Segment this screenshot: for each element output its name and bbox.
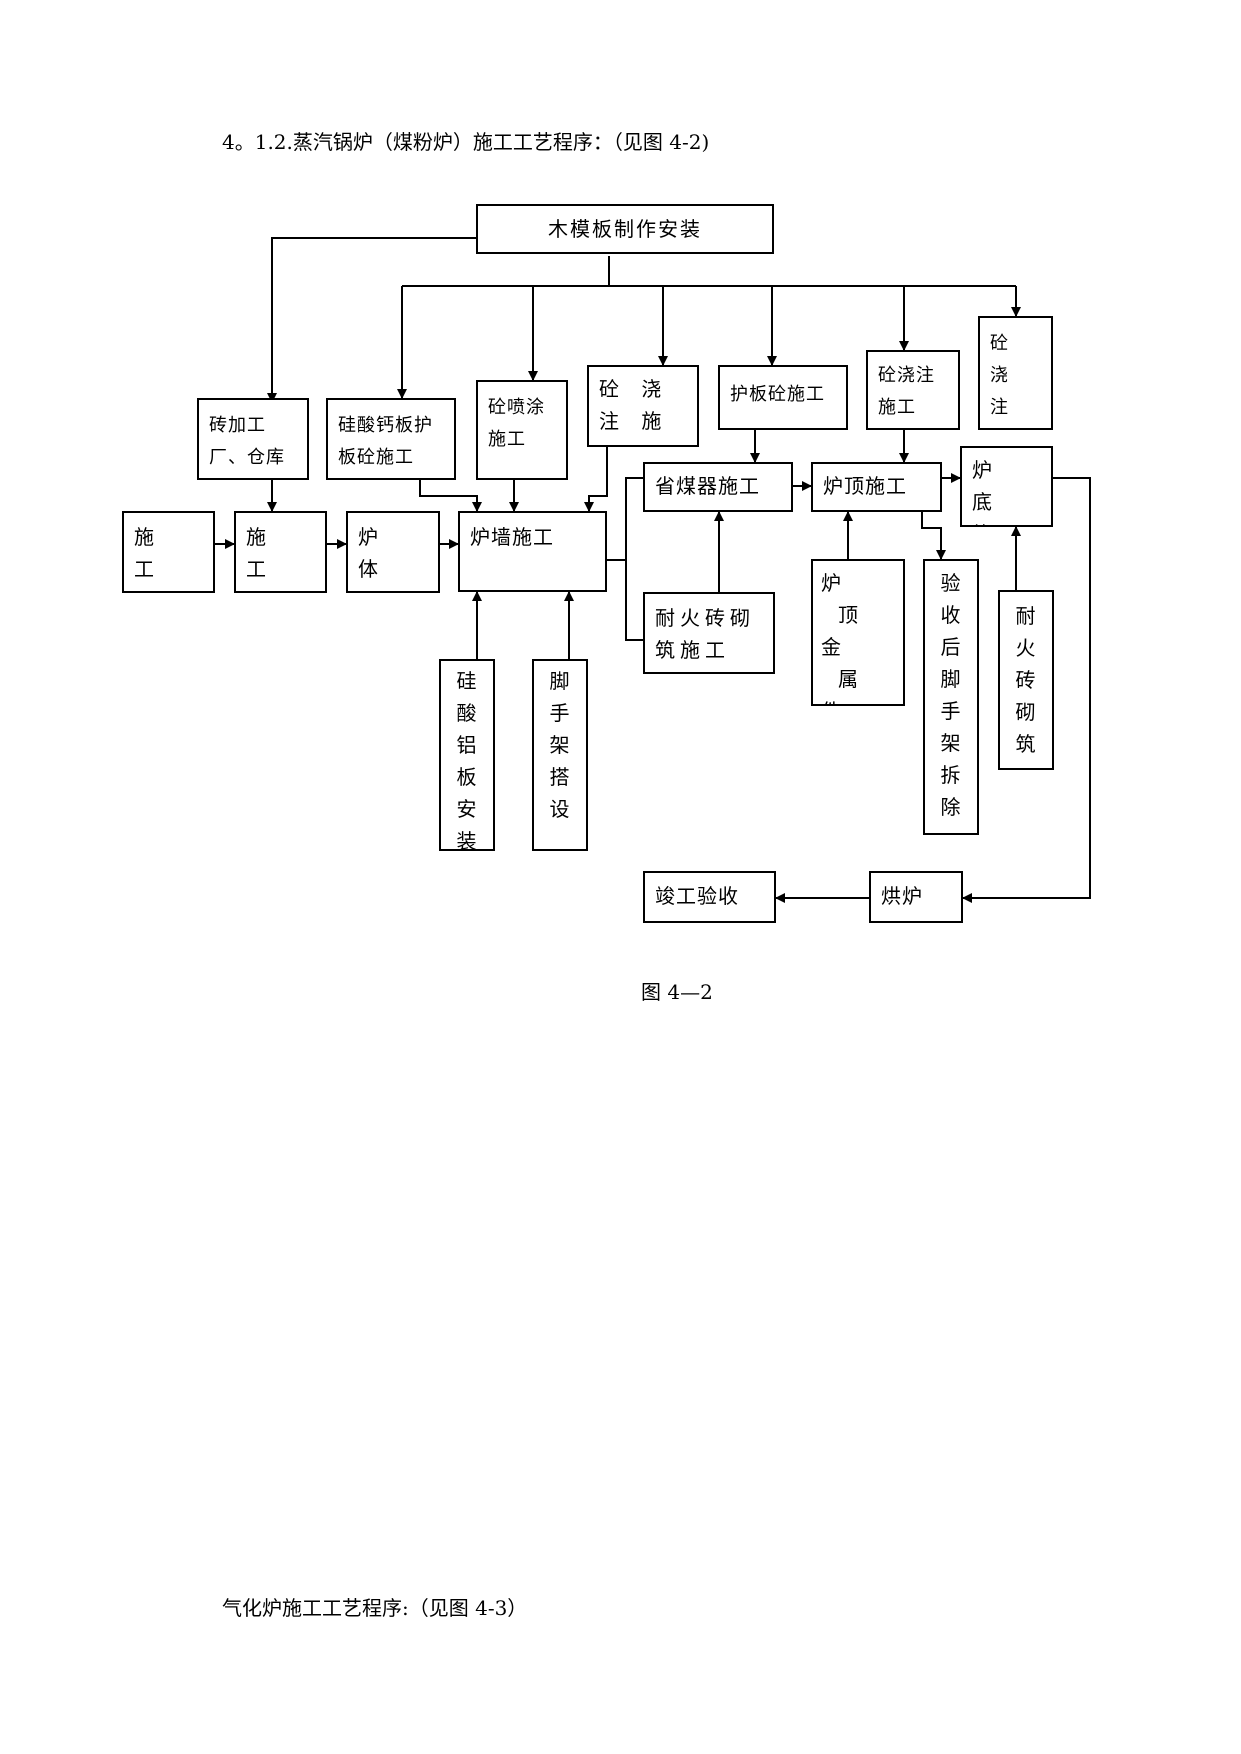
box-honglu: 烘炉 — [869, 871, 963, 923]
box-lutiyanshou: 炉 体 验收 — [346, 511, 440, 593]
char: 火 — [1015, 636, 1037, 660]
figure-caption: 图 4—2 — [641, 980, 713, 1004]
connector-luqiang-to-naihuo — [625, 560, 643, 641]
box-ludingjinshu: 炉顶 金属 件安 装 — [811, 559, 905, 706]
box-guisuanlv: 硅 酸 铝 板 安 装 — [439, 659, 495, 851]
box-shigongzhunbei: 施 工 准备 — [122, 511, 215, 593]
char: 架 — [940, 731, 962, 755]
char: 铝 — [456, 733, 478, 757]
box-hubanton: 护板砼施工 — [718, 365, 848, 430]
box-mumoban: 木模板制作安装 — [476, 204, 774, 254]
section-heading-2: 气化炉施工工艺程序:（见图 4-3） — [222, 1596, 528, 1620]
char: 砌 — [1015, 700, 1037, 724]
char: 板 — [456, 765, 478, 789]
section-heading: 4。1.2.蒸汽锅炉（煤粉炉）施工工艺程序：（见图 4-2) — [222, 130, 710, 154]
box-jiaoshoujia: 脚 手 架 搭 设 — [532, 659, 588, 851]
box-jungong: 竣工验收 — [643, 871, 776, 923]
char: 收 — [940, 603, 962, 627]
char: 验 — [940, 571, 962, 595]
arrow-guisuangai-to-luqiang — [419, 480, 482, 512]
char: 砖 — [1015, 668, 1037, 692]
char: 筑 — [1015, 732, 1037, 756]
char: 金 — [821, 635, 842, 659]
box-jiaozhu3: 砼 浇 注 施 工 — [978, 316, 1053, 430]
connector-luqiang-branch — [607, 477, 643, 561]
char: 酸 — [456, 701, 478, 725]
box-luqiang: 炉墙施工 — [458, 511, 607, 592]
box-guisuangai: 硅酸钙板护板砼施工 — [326, 398, 456, 480]
box-jiaozhu2: 砼浇注施工 — [866, 350, 960, 430]
char: 装 — [456, 829, 478, 851]
char: 除 — [940, 795, 962, 819]
box-shigongzanshe: 施 工 暂设 — [234, 511, 327, 593]
char: 件 — [821, 695, 859, 704]
char: 后 — [940, 635, 962, 659]
arrow-jiaozhu1-to-luqiang — [584, 447, 608, 512]
box-yanshouhou: 验 收 后 脚 手 架 拆 除 — [923, 559, 979, 835]
arrow-ludi-to-honglu — [962, 477, 1091, 903]
box-jiaozhu1: 砼 浇 注 施工 — [587, 365, 699, 447]
char: 脚 — [940, 667, 962, 691]
char: 手 — [549, 701, 571, 725]
char: 安 — [456, 797, 478, 821]
char: 耐 — [1015, 604, 1037, 628]
arrow-luding-to-yanshouhou — [921, 512, 946, 560]
char: 拆 — [940, 763, 962, 787]
char: 脚 — [549, 669, 571, 693]
char: 顶 — [838, 603, 859, 627]
box-zhuanjiagong: 砖加工厂、仓库 — [197, 398, 309, 480]
box-ludi: 炉 底 施工 — [960, 446, 1053, 527]
char: 架 — [549, 733, 571, 757]
box-naihuozhuqi1: 耐火砖砌筑施工 — [643, 592, 775, 674]
box-penzhu: 砼喷涂施工 — [476, 380, 568, 480]
arrow-mumoban-to-zhuanjiagong — [267, 237, 482, 403]
box-naihuozhuqi2: 耐 火 砖 砌 筑 — [998, 590, 1054, 770]
box-shengmeiqi: 省煤器施工 — [643, 462, 793, 512]
char: 设 — [549, 797, 571, 821]
char: 搭 — [549, 765, 571, 789]
char: 炉 — [821, 571, 842, 595]
char: 手 — [940, 699, 962, 723]
box-luding: 炉顶施工 — [811, 462, 942, 512]
char: 属 — [838, 667, 859, 691]
char: 硅 — [456, 669, 478, 693]
